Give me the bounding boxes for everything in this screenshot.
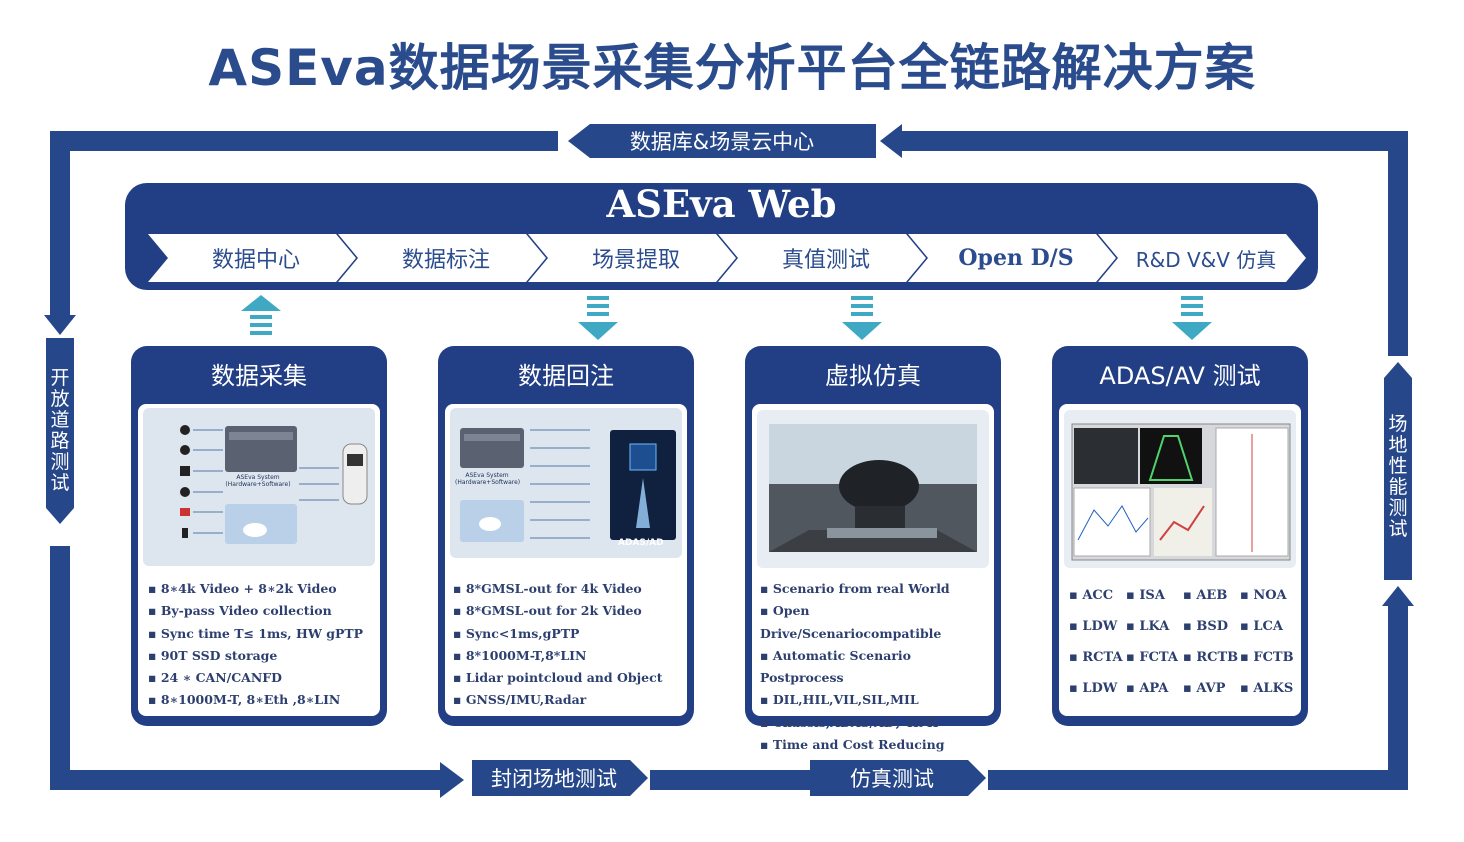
bullet-item: By-pass Video collection bbox=[148, 600, 374, 622]
loop-bottom-left bbox=[50, 770, 442, 790]
web-step-ground-truth[interactable]: 真值测试 bbox=[718, 234, 926, 282]
feature-item: ISA bbox=[1126, 588, 1183, 603]
loop-top-right bbox=[898, 131, 1406, 151]
bullet-item: 8*GMSL-out for 4k Video bbox=[453, 578, 681, 600]
feature-item: APA bbox=[1126, 681, 1183, 696]
panel-title: 数据回注 bbox=[518, 362, 614, 390]
feature-item: FCTB bbox=[1240, 650, 1297, 665]
loop-top-arrowhead bbox=[880, 124, 902, 158]
bullet-item: 8*GMSL-out for 2k Video bbox=[453, 600, 681, 622]
acquisition-diagram bbox=[143, 408, 375, 566]
panel-body: ADAS/AD 8*GMSL-out for 4k Video 8*GMSL-o… bbox=[445, 404, 687, 716]
down-arrow-icon bbox=[842, 296, 882, 340]
left-label-box: 开放道路测试 bbox=[46, 338, 74, 524]
feature-item: LDW bbox=[1069, 681, 1126, 696]
bullet-item: Scenario from real World bbox=[760, 578, 988, 600]
loop-left-bottom bbox=[50, 546, 70, 790]
bullet-item: 8∗4k Video + 8∗2k Video bbox=[148, 578, 374, 600]
feature-item: LKA bbox=[1126, 619, 1183, 634]
right-label: 场地性能测试 bbox=[1388, 413, 1408, 540]
panel-title: ADAS/AV 测试 bbox=[1099, 362, 1261, 390]
feature-item: NOA bbox=[1240, 588, 1297, 603]
adas-feature-grid: ACC ISA AEB NOA LDW LKA BSD LCA RCTA FCT… bbox=[1069, 588, 1297, 696]
feature-item: LDW bbox=[1069, 619, 1126, 634]
loop-left-top bbox=[50, 131, 70, 317]
bullet-item: Automatic Scenario Postprocess bbox=[760, 645, 988, 690]
bullet-item: DIL,HIL,VIL,SIL,MIL bbox=[760, 689, 988, 711]
reinjection-diagram: ADAS/AD bbox=[450, 408, 682, 558]
loop-bottom-middle bbox=[650, 770, 810, 790]
loop-left-arrowhead bbox=[44, 315, 76, 335]
page-title: ASEva数据场景采集分析平台全链路解决方案 bbox=[208, 39, 1256, 97]
web-step-label: Open D/S bbox=[958, 245, 1074, 271]
loop-right-bottom bbox=[1388, 604, 1408, 790]
feature-item: AEB bbox=[1183, 588, 1240, 603]
feature-item: RCTA bbox=[1069, 650, 1126, 665]
simulation-bullet-list: Scenario from real World Open Drive/Scen… bbox=[760, 578, 988, 756]
loop-bottom-right bbox=[988, 770, 1408, 790]
web-step-scenario-extraction[interactable]: 场景提取 bbox=[528, 234, 736, 282]
panel-body: ACC ISA AEB NOA LDW LKA BSD LCA RCTA FCT… bbox=[1059, 404, 1301, 716]
web-step-data-center[interactable]: 数据中心 bbox=[148, 234, 356, 282]
panel-body: 8∗4k Video + 8∗2k Video By-pass Video co… bbox=[138, 404, 380, 716]
down-arrow-icon bbox=[578, 296, 618, 340]
acquisition-diagram-icon bbox=[180, 425, 368, 544]
bullet-item: 8*1000M-T,8*LIN bbox=[453, 645, 681, 667]
bottom-label-2: 仿真测试 bbox=[850, 767, 934, 791]
aseva-web-title: ASEva Web bbox=[606, 182, 837, 226]
web-step-label: 真值测试 bbox=[781, 248, 870, 273]
bullet-item: Sync time T≤ 1ms, HW gPTP bbox=[148, 623, 374, 645]
reinjection-bullet-list: 8*GMSL-out for 4k Video 8*GMSL-out for 2… bbox=[453, 578, 681, 712]
feature-item: ACC bbox=[1069, 588, 1126, 603]
web-step-open-ds[interactable]: Open D/S bbox=[908, 234, 1116, 282]
feature-item: LCA bbox=[1240, 619, 1297, 634]
bottom-label-box-2: 仿真测试 bbox=[810, 760, 986, 796]
panel-title: 数据采集 bbox=[211, 362, 307, 390]
right-label-box: 场地性能测试 bbox=[1384, 362, 1412, 580]
web-step-label: 场景提取 bbox=[591, 248, 680, 273]
feature-item: ALKS bbox=[1240, 681, 1297, 696]
bullet-item: Chassis,ADAS/AD，HMI bbox=[760, 712, 988, 734]
web-step-label: 数据标注 bbox=[401, 248, 490, 273]
loop-right-top bbox=[1388, 131, 1408, 356]
loop-right-arrowhead-bottom bbox=[1382, 586, 1414, 606]
driving-simulator-icon bbox=[769, 424, 977, 552]
bullet-item: Sync<1ms,gPTP bbox=[453, 623, 681, 645]
bullet-item: Open Drive/Scenariocompatible bbox=[760, 600, 988, 645]
bullet-item: GNSS/IMU,Radar bbox=[453, 689, 681, 711]
bullet-item: Lidar pointcloud and Object bbox=[453, 667, 681, 689]
web-step-data-labeling[interactable]: 数据标注 bbox=[338, 234, 546, 282]
bullet-item: 24 ∗ CAN/CANFD bbox=[148, 667, 374, 689]
aseva-system-caption: ASEva System (Hardware+Software) bbox=[455, 472, 521, 486]
bullet-item: Time and Cost Reducing bbox=[760, 734, 988, 756]
web-step-label: R&D V&V 仿真 bbox=[1135, 247, 1277, 272]
simulation-image bbox=[757, 410, 989, 568]
adas-software-screenshot bbox=[1064, 410, 1296, 568]
feature-item: BSD bbox=[1183, 619, 1240, 634]
feature-item: AVP bbox=[1183, 681, 1240, 696]
top-label: 数据库&场景云中心 bbox=[629, 130, 815, 154]
top-label-box: 数据库&场景云中心 bbox=[568, 124, 876, 158]
bottom-label-1: 封闭场地测试 bbox=[491, 767, 617, 791]
feature-item: FCTA bbox=[1126, 650, 1183, 665]
aseva-system-caption: ASEva System (Hardware+Software) bbox=[225, 474, 291, 488]
web-step-rdvv-sim[interactable]: R&D V&V 仿真 bbox=[1098, 234, 1306, 282]
bullet-item: 8∗1000M-T, 8∗Eth ,8∗LIN bbox=[148, 689, 374, 711]
adas-ad-caption: ADAS/AD bbox=[618, 538, 664, 548]
feature-item: RCTB bbox=[1183, 650, 1240, 665]
bottom-label-box-1: 封闭场地测试 bbox=[472, 760, 648, 796]
web-step-label: 数据中心 bbox=[211, 248, 300, 273]
down-arrow-icon bbox=[1172, 296, 1212, 340]
panel-body: Scenario from real World Open Drive/Scen… bbox=[752, 404, 994, 752]
analysis-software-icon bbox=[1071, 423, 1291, 561]
left-label: 开放道路测试 bbox=[50, 367, 70, 494]
up-arrow-icon bbox=[241, 295, 281, 335]
bullet-item: 90T SSD storage bbox=[148, 645, 374, 667]
loop-top-left bbox=[50, 131, 558, 151]
panel-title: 虚拟仿真 bbox=[825, 362, 921, 390]
acquisition-bullet-list: 8∗4k Video + 8∗2k Video By-pass Video co… bbox=[148, 578, 374, 712]
reinjection-diagram-icon bbox=[460, 428, 676, 542]
loop-bottom-arrowhead-1 bbox=[440, 762, 464, 798]
